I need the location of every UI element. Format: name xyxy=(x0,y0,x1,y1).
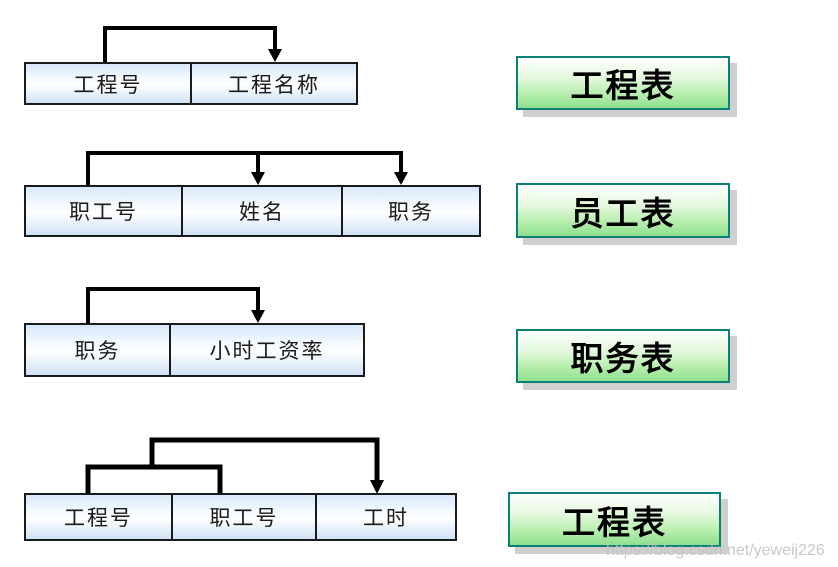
field-cell: 职务 xyxy=(74,339,121,363)
field-cell: 工程号 xyxy=(64,506,133,530)
field-cell: 姓名 xyxy=(181,187,341,235)
field-cell: 职务 xyxy=(341,187,479,235)
field-cell: 工程名称 xyxy=(190,64,356,103)
table-name-badge: 员工表 xyxy=(516,183,730,238)
dependency-arrow-row2 xyxy=(86,151,408,186)
field-cell: 工程号 xyxy=(73,72,143,97)
table-workhours: 工程号 职工号 工时 xyxy=(24,493,457,541)
dependency-arrow-row1 xyxy=(103,26,282,63)
table-employee: 职工号 姓名 职务 xyxy=(24,185,481,237)
table-name-badge: 工程表 xyxy=(508,492,721,547)
field-cell: 职工号 xyxy=(69,200,138,224)
field-cell: 小时工资率 xyxy=(169,325,363,375)
table-name-badge: 工程表 xyxy=(516,56,730,110)
table-position: 职务 小时工资率 xyxy=(24,323,365,377)
dependency-arrow-row3 xyxy=(86,287,265,324)
field-cell: 工时 xyxy=(315,495,455,539)
watermark: https://blog.csdn.net/yeweij226 xyxy=(606,542,825,559)
table-name-badge: 职务表 xyxy=(516,329,730,383)
table-project: 工程号 工程名称 xyxy=(24,62,358,105)
dependency-arrow-row4 xyxy=(85,437,384,494)
field-cell: 职工号 xyxy=(171,495,315,539)
